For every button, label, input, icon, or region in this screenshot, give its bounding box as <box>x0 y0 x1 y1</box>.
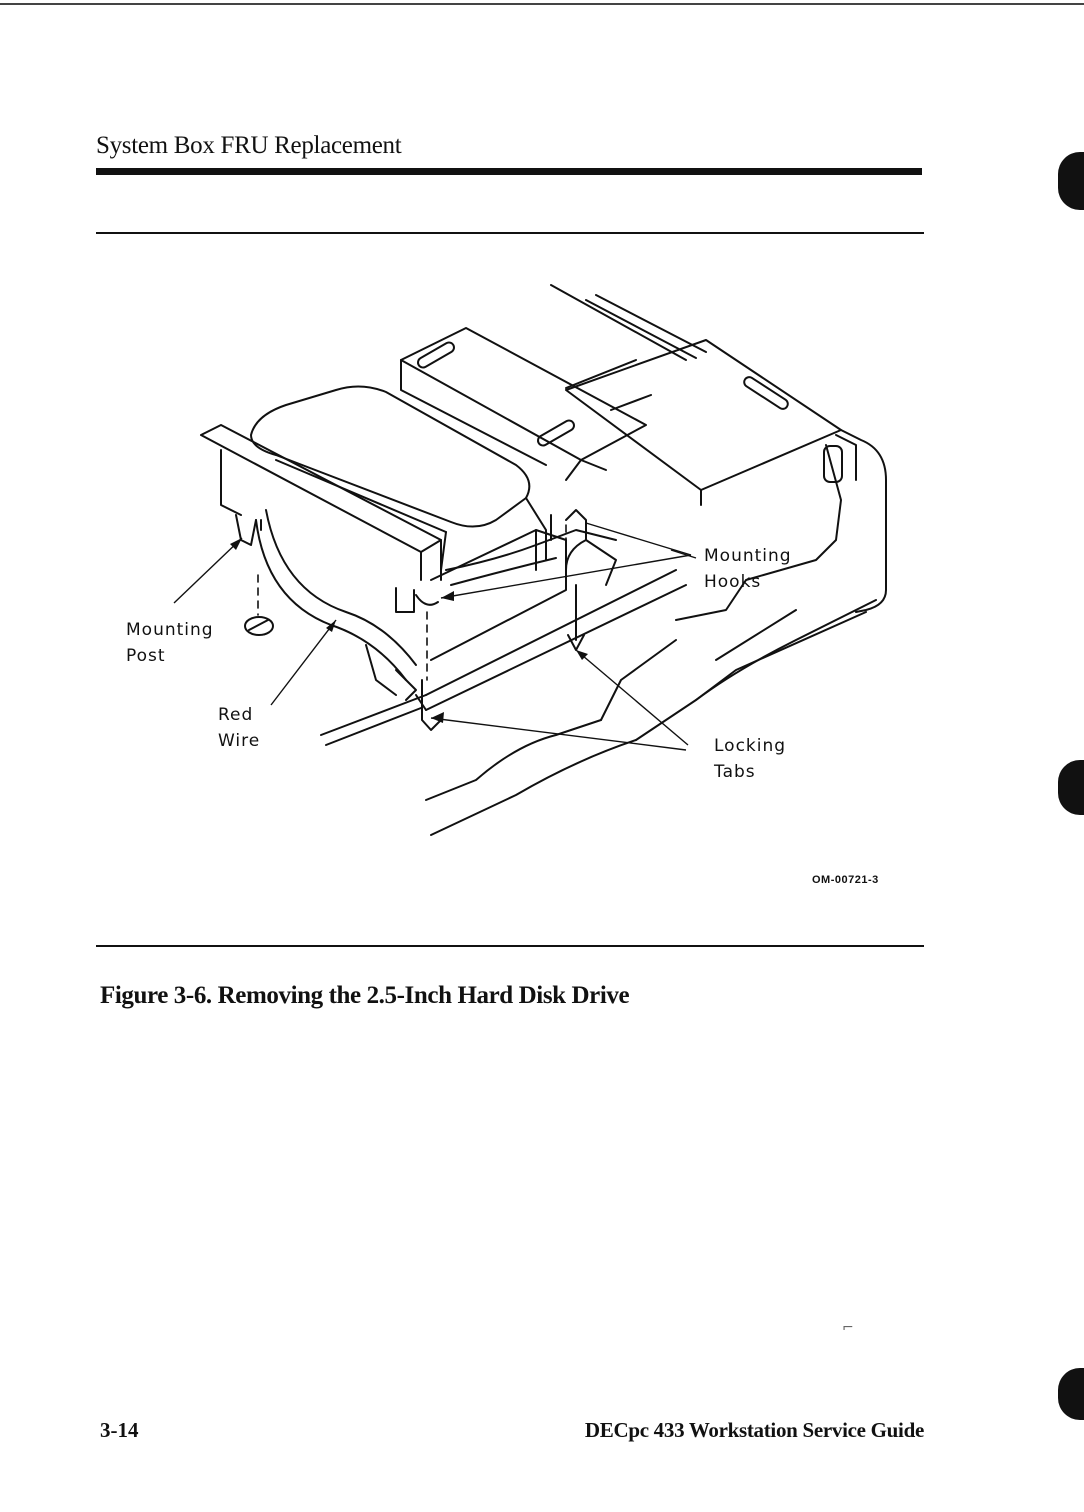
callout-red-wire-line2: Wire <box>218 728 260 754</box>
callout-mounting-post: Mounting Post <box>126 617 214 669</box>
figure-bottom-rule <box>96 945 924 947</box>
scan-speck: ⌐ <box>842 1320 854 1336</box>
section-title-bar <box>96 168 922 175</box>
figure-id: OM-00721-3 <box>812 874 879 886</box>
callout-mounting-post-line2: Post <box>126 643 214 669</box>
callout-mounting-post-line1: Mounting <box>126 617 214 643</box>
callout-mounting-hooks: Mounting Hooks <box>704 543 792 595</box>
figure-caption: Figure 3-6. Removing the 2.5-Inch Hard D… <box>100 982 629 1010</box>
callout-locking-tabs-line1: Locking <box>714 733 786 759</box>
figure-top-rule <box>96 232 924 234</box>
thumb-tab-mark-bottom <box>1058 1368 1084 1420</box>
page-number: 3-14 <box>100 1418 139 1443</box>
callout-locking-tabs-line2: Tabs <box>714 759 786 785</box>
callout-mounting-hooks-line2: Hooks <box>704 569 792 595</box>
callout-locking-tabs: Locking Tabs <box>714 733 786 785</box>
callout-mounting-hooks-line1: Mounting <box>704 543 792 569</box>
thumb-tab-mark-middle <box>1058 760 1084 815</box>
book-title: DECpc 433 Workstation Service Guide <box>585 1418 924 1443</box>
section-title: System Box FRU Replacement <box>96 132 401 160</box>
callout-red-wire-line1: Red <box>218 702 260 728</box>
hard-disk-drive-illustration <box>96 240 924 940</box>
page-top-rule <box>0 3 1084 5</box>
callout-red-wire: Red Wire <box>218 702 260 754</box>
thumb-tab-mark-top <box>1058 152 1084 210</box>
